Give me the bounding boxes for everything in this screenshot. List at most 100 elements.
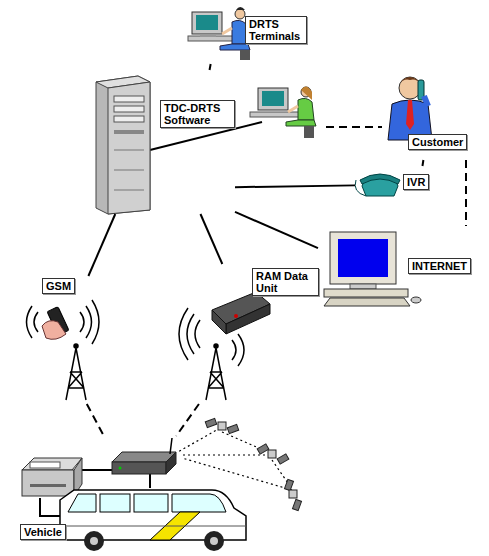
telephone-icon: [355, 174, 400, 196]
server-tower-part: [114, 106, 144, 112]
dashed-connector: [421, 160, 424, 166]
printer-icon-part: [22, 470, 74, 496]
printer-icon-part: [22, 458, 82, 470]
satellite-link: [178, 428, 292, 490]
node-label: GSM: [42, 278, 75, 294]
satellite-icon-part: [277, 454, 289, 464]
terminal-operator-part: [288, 106, 298, 112]
radio-waves-part: [179, 308, 188, 360]
node-label: TDC-DRTS Software: [160, 100, 235, 128]
gsm-node: GSM: [28, 276, 138, 404]
server-tower-part: [114, 96, 144, 102]
computer-icon-part: [411, 297, 421, 303]
terminal-operator-part: [240, 50, 250, 60]
terminal-operator-part: [301, 86, 312, 100]
dashed-connector: [465, 160, 467, 226]
dashed-connector: [87, 404, 104, 436]
server-node: TDC-DRTS Software: [92, 70, 235, 214]
satellite-icon-part: [284, 479, 293, 490]
radio-waves: [27, 300, 100, 344]
connector-line: [200, 214, 222, 264]
connector-line: [88, 214, 115, 276]
onboard-unit-part: [112, 452, 176, 462]
server-tower-part: [114, 150, 144, 151]
dashed-connector: [176, 404, 199, 436]
radio-waves-part: [238, 334, 244, 366]
onboard-unit-part: [112, 462, 166, 474]
data-unit-part: [212, 310, 226, 334]
terminal-operator-part: [258, 88, 288, 110]
terminal-operator-part: [200, 34, 216, 37]
van-icon-part: [134, 494, 168, 512]
radio-tower: [66, 344, 86, 400]
server-tower-part: [114, 190, 144, 191]
radio-waves-part: [27, 306, 33, 338]
satellite-link-part: [182, 458, 292, 490]
computer-icon-part: [324, 298, 410, 306]
terminal-operator: [188, 7, 250, 60]
terminal-node: DRTS Terminals: [185, 2, 307, 64]
node-label: DRTS Terminals: [245, 16, 307, 44]
data-unit-node: RAM Data Unit: [166, 264, 319, 404]
radio-waves-part: [195, 320, 200, 348]
customer-figure-part: [406, 100, 414, 130]
onboard-unit-part: [166, 452, 176, 474]
van-icon-part: [210, 537, 218, 545]
server-tower-part: [114, 170, 144, 171]
terminal-operator-part: [192, 12, 222, 34]
satellite-link-part: [178, 428, 220, 452]
satellite-icon-part: [227, 424, 238, 433]
connector-line: [210, 64, 211, 70]
radio-waves-part: [80, 312, 84, 332]
radio-waves-part: [34, 312, 38, 332]
telephone-icon-part: [360, 174, 400, 184]
van-icon-part: [90, 537, 98, 545]
printer-icon-part: [30, 462, 60, 468]
radio-tower-part: [74, 344, 78, 348]
satellite-link-part: [180, 454, 270, 455]
telephone-icon-part: [355, 180, 366, 196]
van-icon-part: [172, 494, 226, 512]
computer-icon: [324, 232, 421, 306]
radio-waves-part: [92, 300, 99, 344]
data-unit-part: [234, 314, 238, 318]
van-icon: [60, 490, 246, 551]
dashed-wire-part: [326, 126, 382, 128]
server-tower-part: [114, 116, 144, 122]
radio-waves: [179, 308, 244, 366]
server-tower-part: [114, 130, 144, 134]
server-tower: [96, 76, 150, 214]
satellite-icon-part: [257, 444, 269, 454]
satellite-icon-part: [268, 450, 276, 458]
node-label: IVR: [403, 174, 429, 190]
node-label: Customer: [408, 134, 467, 150]
onboard-unit-part: [170, 438, 172, 454]
radio-waves-part: [232, 340, 236, 360]
terminal-operator-part: [236, 7, 245, 10]
mobile-phone: [42, 307, 69, 340]
node-label: RAM Data Unit: [252, 268, 319, 296]
satellite-icon-part: [292, 499, 301, 510]
terminal-operator-part: [220, 44, 250, 50]
customer-figure: [388, 77, 432, 140]
terminal-operator: [250, 86, 316, 138]
computer-icon-part: [338, 239, 388, 277]
onboard-unit-part: [119, 467, 122, 470]
van-icon-part: [100, 494, 130, 512]
vehicle-node: Vehicle: [12, 436, 264, 552]
connector-line: [235, 212, 318, 248]
radio-tower: [206, 344, 226, 400]
van-icon-part: [68, 494, 96, 512]
terminal-operator-part: [304, 126, 314, 138]
server-tower-part: [96, 76, 150, 214]
node-label: Vehicle: [20, 524, 66, 540]
terminal-operator-part: [262, 91, 284, 106]
dashed-wire: [326, 126, 382, 128]
van-icon-part: [62, 526, 246, 527]
radio-tower-part: [66, 348, 86, 400]
connector-line: [235, 185, 355, 187]
radio-tower-part: [206, 348, 226, 400]
terminal-operator-part: [235, 9, 245, 19]
radio-waves-part: [187, 314, 194, 354]
computer-icon-part: [350, 284, 376, 289]
